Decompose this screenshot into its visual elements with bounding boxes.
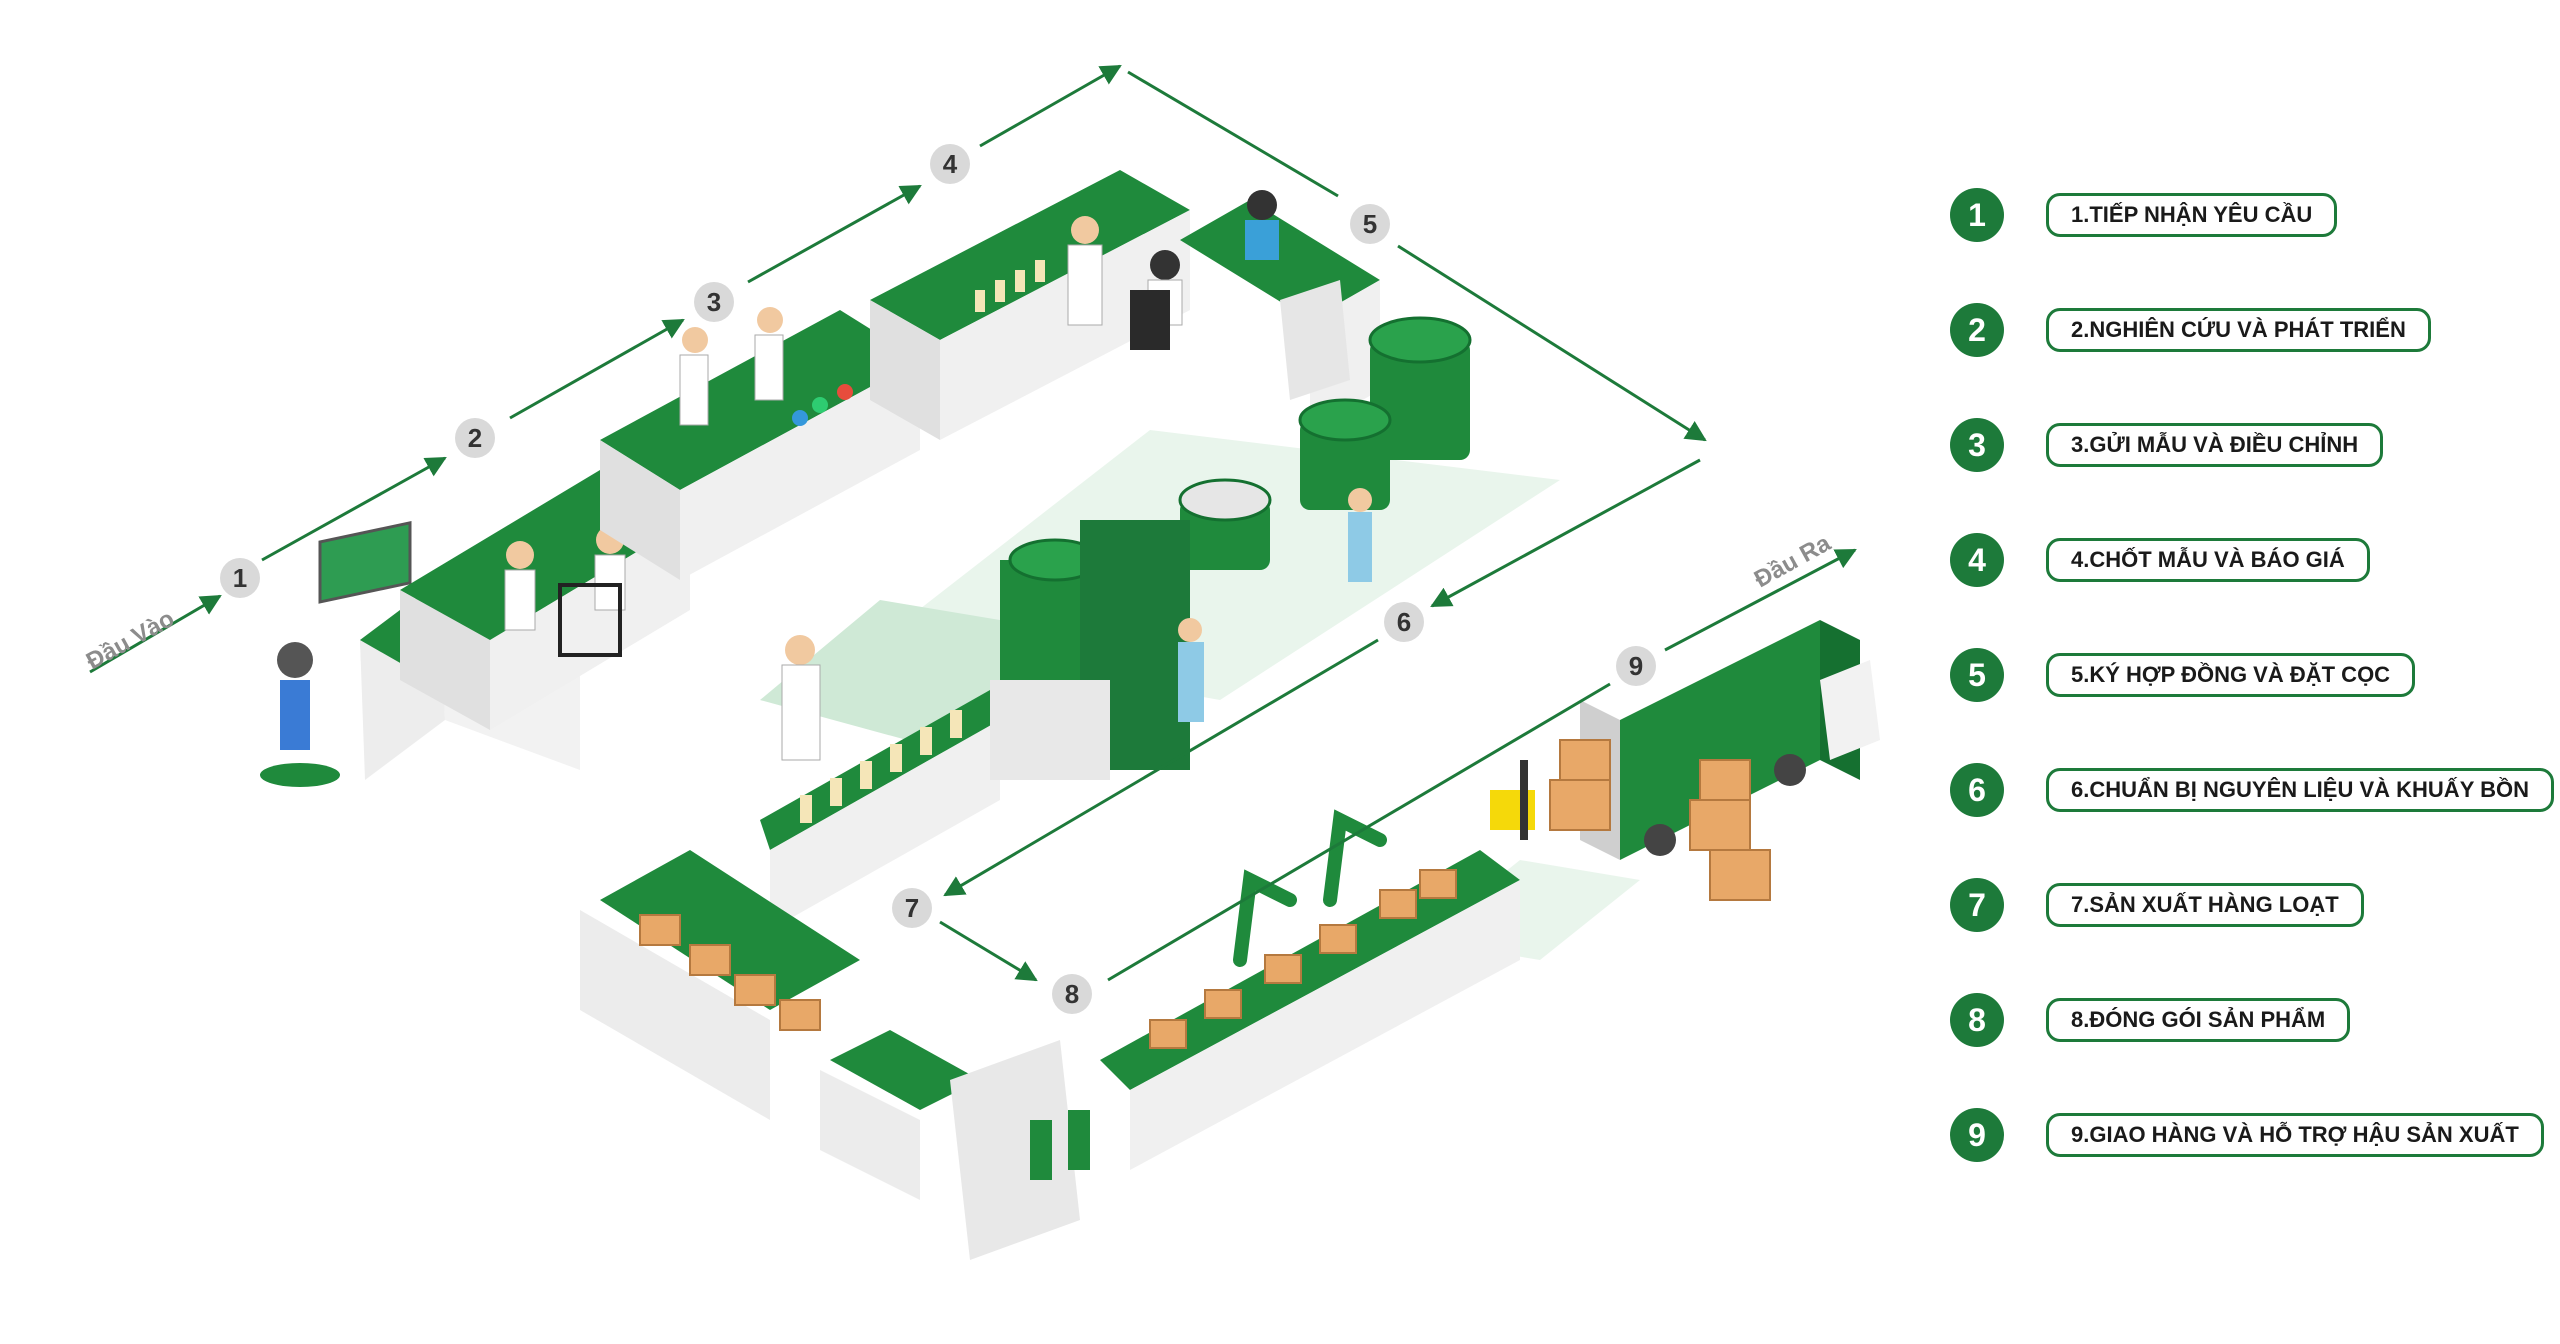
step-label: 1.TIẾP NHẬN YÊU CẦU bbox=[2046, 193, 2338, 237]
step-number-badge: 3 bbox=[1950, 418, 2004, 472]
step-number-badge: 2 bbox=[1950, 303, 2004, 357]
flow-node-label: 8 bbox=[1065, 979, 1079, 1009]
legend-item-3: 3 3.GỬI MẪU VÀ ĐIỀU CHỈNH bbox=[1950, 415, 2384, 475]
flow-node-label: 1 bbox=[233, 563, 247, 593]
step-label: 9.GIAO HÀNG VÀ HỖ TRỢ HẬU SẢN XUẤT bbox=[2046, 1113, 2544, 1157]
flow-node-4: 4 bbox=[930, 144, 970, 184]
legend-item-7: 7 7.SẢN XUẤT HÀNG LOẠT bbox=[1950, 875, 2364, 935]
step-number-badge: 5 bbox=[1950, 648, 2004, 702]
flow-node-label: 4 bbox=[943, 149, 958, 179]
flow-node-label: 2 bbox=[468, 423, 482, 453]
lab-bench-4 bbox=[870, 170, 1190, 440]
legend-item-8: 8 8.ĐÓNG GÓI SẢN PHẨM bbox=[1950, 990, 2351, 1050]
flow-node-7: 7 bbox=[892, 888, 932, 928]
legend-item-2: 2 2.NGHIÊN CỨU VÀ PHÁT TRIỂN bbox=[1950, 300, 2431, 360]
step-label: 6.CHUẨN BỊ NGUYÊN LIỆU VÀ KHUẤY BỒN bbox=[2046, 768, 2554, 812]
legend-item-9: 9 9.GIAO HÀNG VÀ HỖ TRỢ HẬU SẢN XUẤT bbox=[1950, 1105, 2544, 1165]
flow-node-5: 5 bbox=[1350, 204, 1390, 244]
flow-node-label: 6 bbox=[1397, 607, 1411, 637]
flow-arrows bbox=[89, 64, 1857, 982]
flow-node-label: 7 bbox=[905, 893, 919, 923]
legend-item-4: 4 4.CHỐT MẪU VÀ BÁO GIÁ bbox=[1950, 530, 2370, 590]
lab-bench-3 bbox=[600, 307, 920, 580]
mixing-tanks bbox=[1178, 280, 1472, 582]
flow-node-2: 2 bbox=[455, 418, 495, 458]
step-number-badge: 6 bbox=[1950, 763, 2004, 817]
flow-node-9: 9 bbox=[1616, 646, 1656, 686]
flow-node-label: 3 bbox=[707, 287, 721, 317]
step-number-badge: 8 bbox=[1950, 993, 2004, 1047]
step-label: 3.GỬI MẪU VÀ ĐIỀU CHỈNH bbox=[2046, 423, 2384, 467]
flow-node-1: 1 bbox=[220, 558, 260, 598]
step-number-badge: 7 bbox=[1950, 878, 2004, 932]
step-number-badge: 9 bbox=[1950, 1108, 2004, 1162]
packing-line bbox=[580, 809, 1520, 1260]
factory-illustration: Đầu Vào Đầu Ra 1 2 3 4 5 6 7 bbox=[82, 64, 1880, 1260]
legend-item-5: 5 5.KÝ HỢP ĐỒNG VÀ ĐẶT CỌC bbox=[1950, 645, 2416, 705]
flow-node-label: 5 bbox=[1363, 209, 1377, 239]
flow-node-8: 8 bbox=[1052, 974, 1092, 1014]
legend-item-1: 1 1.TIẾP NHẬN YÊU CẦU bbox=[1950, 185, 2338, 245]
step-label: 7.SẢN XUẤT HÀNG LOẠT bbox=[2046, 883, 2364, 927]
step-number-badge: 1 bbox=[1950, 188, 2004, 242]
step-label: 4.CHỐT MẪU VÀ BÁO GIÁ bbox=[2046, 538, 2370, 582]
step-number-badge: 4 bbox=[1950, 533, 2004, 587]
step-label: 5.KÝ HỢP ĐỒNG VÀ ĐẶT CỌC bbox=[2046, 653, 2416, 697]
step-label: 8.ĐÓNG GÓI SẢN PHẨM bbox=[2046, 998, 2351, 1042]
flow-node-6: 6 bbox=[1384, 602, 1424, 642]
input-label: Đầu Vào bbox=[82, 605, 179, 675]
production-line bbox=[760, 520, 1204, 930]
legend-item-6: 6 6.CHUẨN BỊ NGUYÊN LIỆU VÀ KHUẤY BỒN bbox=[1950, 760, 2554, 820]
flow-node-label: 9 bbox=[1629, 651, 1643, 681]
flow-node-3: 3 bbox=[694, 282, 734, 322]
step-label: 2.NGHIÊN CỨU VÀ PHÁT TRIỂN bbox=[2046, 308, 2431, 352]
delivery-truck bbox=[1490, 620, 1880, 901]
